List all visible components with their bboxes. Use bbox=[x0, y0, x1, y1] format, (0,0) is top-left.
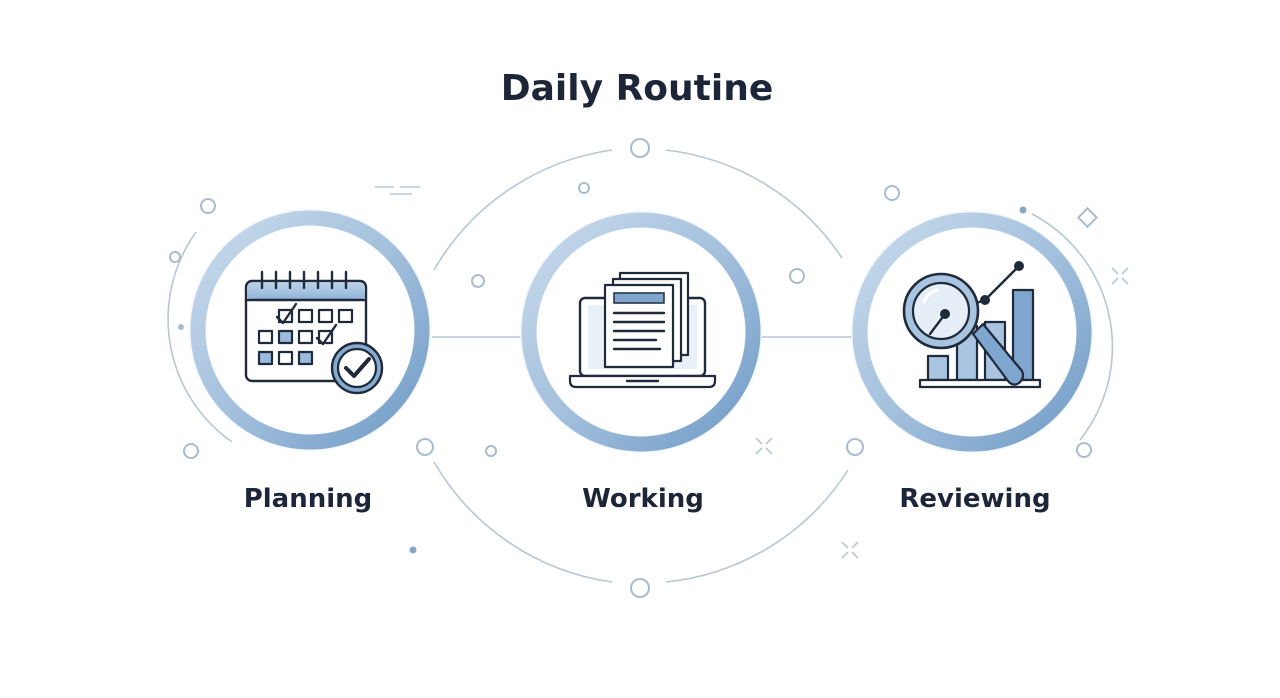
working-ring bbox=[521, 212, 761, 452]
step-working: Working bbox=[520, 211, 762, 514]
laptop-documents-icon bbox=[568, 271, 717, 389]
step-reviewing: Reviewing bbox=[851, 211, 1093, 514]
planning-ring bbox=[190, 210, 430, 450]
step-planning: Planning bbox=[189, 209, 431, 514]
calendar-check-icon bbox=[244, 270, 384, 395]
magnifier-chart-icon bbox=[902, 261, 1042, 389]
connector-arcs bbox=[167, 149, 1114, 583]
diagram-title: Daily Routine bbox=[501, 68, 774, 109]
reviewing-ring bbox=[852, 212, 1092, 452]
step-label-planning: Planning bbox=[244, 484, 373, 514]
step-label-working: Working bbox=[582, 484, 704, 514]
decorations bbox=[169, 138, 1129, 598]
step-label-reviewing: Reviewing bbox=[899, 484, 1050, 514]
